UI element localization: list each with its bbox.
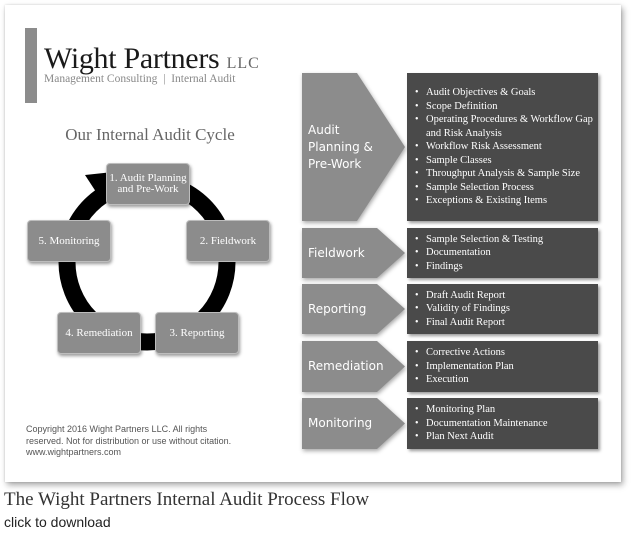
phase-details-planning: Audit Objectives & GoalsScope Definition… [407,73,598,221]
phase-item: Operating Procedures & Workflow Gap and … [415,113,598,140]
phase-item: Plan Next Audit [415,430,598,444]
chevron-polygon [302,73,405,221]
cycle-title: Our Internal Audit Cycle [65,125,235,144]
phase-item: Sample Selection & Testing [415,233,598,247]
chevron-polygon [302,341,405,392]
phase-details-fieldwork: Sample Selection & TestingDocumentationF… [407,228,598,278]
phase-item: Validity of Findings [415,302,598,316]
cycle-node-fieldwork: 2. Fieldwork [186,220,270,262]
company-name: Wight Partners [44,42,220,75]
node-label: 5. Monitoring [38,234,100,247]
node-label-line1: 1. Audit Planning [109,172,187,184]
chevron-shape [302,341,405,392]
phase-label: Reporting [308,301,366,318]
phase-item: Corrective Actions [415,346,598,360]
phase-item: Exceptions & Existing Items [415,194,598,208]
company-suffix: LLC [226,55,260,72]
phase-details-reporting: Draft Audit ReportValidity of FindingsFi… [407,284,598,334]
copyright-line: Copyright 2016 Wight Partners LLC. All r… [26,424,208,434]
chevron-polygon [302,284,405,334]
website-url: www.wightpartners.com [26,447,122,457]
phase-item-list: Corrective ActionsImplementation PlanExe… [415,346,598,387]
logo-bar [25,28,37,103]
node-label: 3. Reporting [169,326,225,339]
phase-chevron-reporting: Reporting [302,284,405,334]
chevron-polygon [302,398,405,449]
cycle-node-remediation: 4. Remediation [57,312,141,354]
phase-item-list: Monitoring PlanDocumentation Maintenance… [415,403,598,444]
cycle-node-monitoring: 5. Monitoring [27,220,111,262]
phase-item: Audit Objectives & Goals [415,86,598,100]
phase-chevron-monitoring: Monitoring [302,398,405,449]
download-link[interactable]: click to download [4,514,111,530]
node-label: 4. Remediation [65,326,133,339]
phase-item: Execution [415,373,598,387]
copyright-notice: Copyright 2016 Wight Partners LLC. All r… [26,424,231,459]
phase-item: Draft Audit Report [415,289,598,303]
logo-name: Wight Partners LLC [44,42,260,76]
node-label: 2. Fieldwork [199,234,257,247]
chevron-shape [302,398,405,449]
chevron-polygon [302,228,405,278]
phase-item: Monitoring Plan [415,403,598,417]
chevron-shape [302,284,405,334]
phase-item: Sample Selection Process [415,181,598,195]
image-caption: The Wight Partners Internal Audit Proces… [4,489,370,510]
phase-item: Findings [415,260,598,274]
phase-details-remediation: Corrective ActionsImplementation PlanExe… [407,341,598,392]
phase-label-line: Pre-Work [308,156,362,171]
chevron-shape [302,73,405,221]
phase-label: Monitoring [308,415,372,432]
phase-label-line: Monitoring [308,416,373,430]
phase-label: Remediation [308,358,384,375]
phase-item: Sample Classes [415,154,598,168]
phase-item: Documentation Maintenance [415,417,598,431]
cycle-node-reporting: 3. Reporting [155,312,239,354]
phase-item-list: Sample Selection & TestingDocumentationF… [415,233,598,274]
phase-label-line: Audit [308,122,340,137]
phase-item: Throughput Analysis & Sample Size [415,167,598,181]
phase-label-line: Remediation [308,359,384,373]
logo-tagline: Management Consulting | Internal Audit [44,73,236,85]
phase-item: Implementation Plan [415,360,598,374]
phase-item: Workflow Risk Assessment [415,140,598,154]
phase-label-line: Reporting [308,301,367,316]
phase-label-line: Planning & [308,139,373,154]
phase-label: Fieldwork [308,245,365,262]
phase-item: Scope Definition [415,100,598,114]
phase-details-monitoring: Monitoring PlanDocumentation Maintenance… [407,398,598,449]
chevron-shape [302,228,405,278]
phase-label-line: Fieldwork [308,245,365,260]
phase-item-list: Draft Audit ReportValidity of FindingsFi… [415,289,598,330]
phase-item-list: Audit Objectives & GoalsScope Definition… [415,86,598,208]
node-label-line2: and Pre-Work [117,183,179,195]
phase-chevron-fieldwork: Fieldwork [302,228,405,278]
copyright-line: reserved. Not for distribution or use wi… [26,435,232,446]
phase-item: Documentation [415,246,598,260]
phase-chevron-remediation: Remediation [302,341,405,392]
phase-item: Final Audit Report [415,316,598,330]
